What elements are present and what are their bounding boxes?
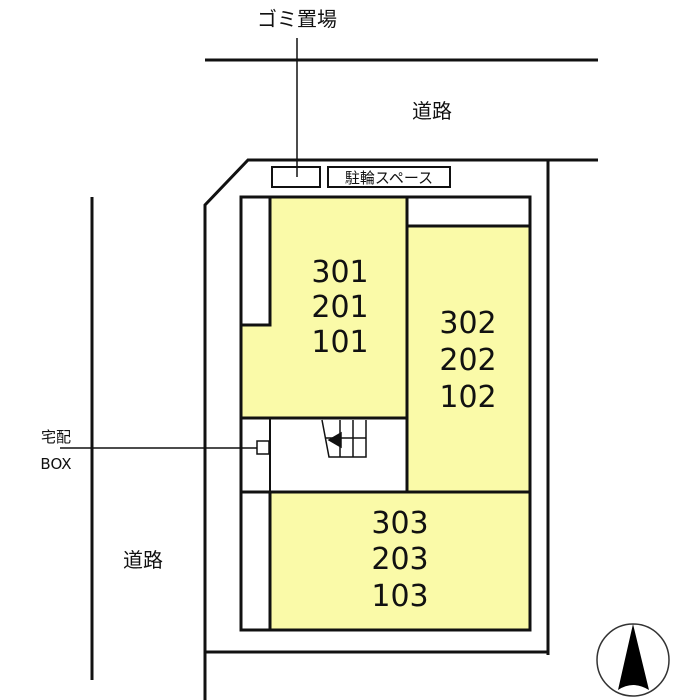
bicycle-space-label: 駐輪スペース bbox=[345, 169, 433, 187]
unit-number: 102 bbox=[439, 380, 496, 415]
road-top-label: 道路 bbox=[412, 99, 452, 123]
unit-number: 203 bbox=[371, 542, 428, 577]
unit-number: 101 bbox=[311, 325, 368, 360]
delivery-box-label-1: 宅配 bbox=[41, 428, 71, 446]
unit-number: 201 bbox=[311, 290, 368, 325]
road-left-label: 道路 bbox=[123, 548, 163, 572]
north-arrow-icon bbox=[596, 623, 670, 697]
delivery-box-label-2: BOX bbox=[40, 455, 71, 473]
unit-number: 302 bbox=[439, 306, 496, 341]
garbage-area bbox=[271, 166, 321, 188]
stairs-icon bbox=[321, 419, 367, 458]
unit-number: 202 bbox=[439, 343, 496, 378]
site-boundary bbox=[203, 158, 598, 700]
unit-number: 303 bbox=[371, 506, 428, 541]
unit-303-203-103[interactable] bbox=[268, 490, 532, 632]
garbage-label: ゴミ置場 bbox=[257, 7, 337, 31]
unit-number: 301 bbox=[311, 255, 368, 290]
unit-number: 103 bbox=[371, 579, 428, 614]
bicycle-space bbox=[327, 166, 451, 188]
unit-301-201-101[interactable] bbox=[239, 195, 409, 420]
delivery-box bbox=[256, 440, 270, 455]
